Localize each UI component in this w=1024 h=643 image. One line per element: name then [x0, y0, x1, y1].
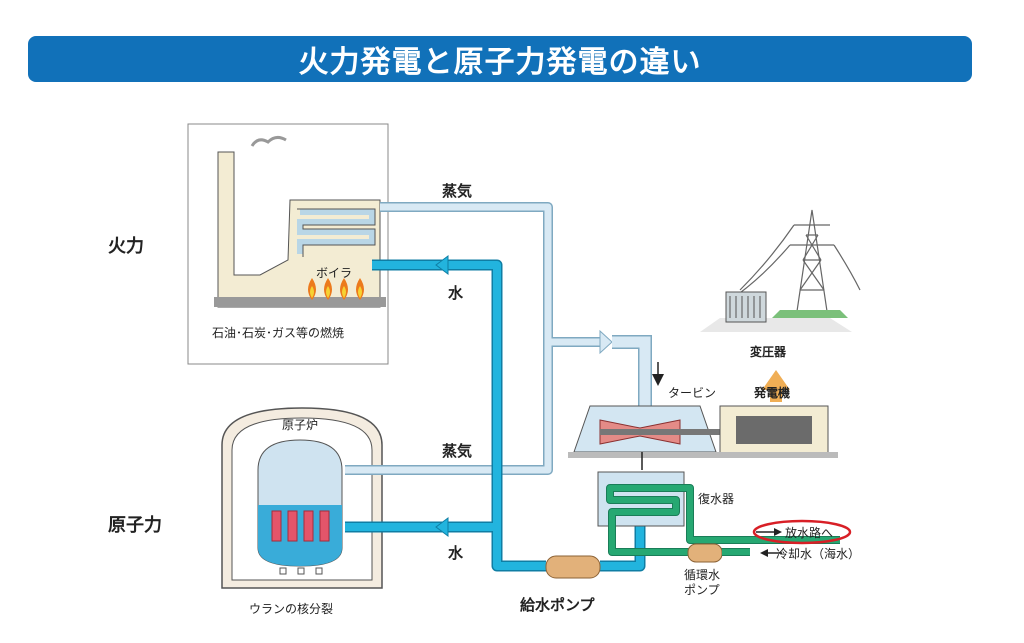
plant-foundation: [214, 297, 386, 307]
page-title: 火力発電と原子力発電の違い: [298, 45, 702, 80]
circulation-pump-label-2: ポンプ: [684, 583, 720, 597]
fuel-rods: [271, 510, 330, 542]
cooling-water-label: 冷却水（海水）: [776, 547, 861, 561]
thermal-fuel-caption: 石油･石炭･ガス等の燃焼: [212, 326, 345, 340]
feed-water-pump-icon: [545, 555, 601, 579]
steam-label-bottom: 蒸気: [442, 442, 473, 460]
transformer-icon: [725, 291, 767, 323]
water-arrow-bottom-icon: [435, 517, 449, 537]
steam-arrow-icon: [599, 329, 613, 355]
boiler-coil-outline: [297, 208, 376, 257]
smoke-icon: [250, 135, 287, 147]
generator-label: 発電機: [754, 386, 791, 400]
row-label-nuclear: 原子力: [108, 515, 162, 536]
water-label-top: 水: [448, 284, 464, 302]
condenser-label: 復水器: [698, 492, 735, 506]
boiler-label: ボイラ: [316, 266, 353, 280]
nuclear-fuel-caption: ウランの核分裂: [249, 602, 334, 616]
circulation-pump-icon: [687, 543, 723, 563]
water-arrow-top-icon: [435, 255, 449, 275]
steam-label-top: 蒸気: [442, 182, 473, 200]
transformer-fins: [729, 296, 761, 318]
circulation-pump-label-1: 循環水: [684, 568, 721, 582]
transformer-label: 変圧器: [750, 345, 787, 359]
control-rod-drives: [279, 567, 323, 575]
turbine-label: タービン: [668, 386, 717, 400]
title-banner: 火力発電と原子力発電の違い: [28, 36, 972, 82]
feed-water-pump-label: 給水ポンプ: [520, 596, 595, 614]
boiler-coil: [297, 209, 375, 254]
grass-patch: [772, 310, 848, 318]
row-label-thermal: 火力: [108, 236, 144, 257]
turbine-shaft: [600, 429, 720, 435]
machine-floor: [568, 452, 838, 458]
discharge-label: 放水路へ: [785, 526, 834, 540]
steam-pipe: [345, 203, 600, 474]
up-arrow-icon: [762, 370, 790, 402]
generator-icon: [736, 416, 812, 444]
reactor-label: 原子炉: [282, 418, 319, 432]
water-label-bottom: 水: [448, 544, 464, 562]
flame-icons: [308, 278, 364, 300]
discharge-arrow-icon: [774, 528, 782, 536]
cooling-arrow-icon: [760, 549, 768, 557]
discharge-highlight: [752, 519, 852, 545]
cooling-pipe: [607, 485, 840, 555]
